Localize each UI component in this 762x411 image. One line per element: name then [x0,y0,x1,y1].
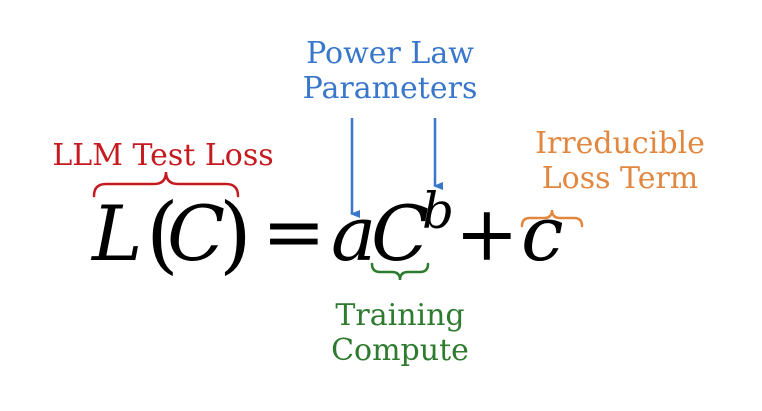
equation-exponent-b: b [422,182,455,240]
llm-test-loss-brace [92,171,240,198]
equation-open-paren: ( [146,185,179,283]
equation-coefficient-a: a [331,189,377,278]
equation-close-paren: ) [219,185,252,283]
irreducible-loss-brace [520,209,584,228]
equation-plus-sign: + [455,189,519,278]
equation-compute-argument: C [167,189,226,278]
equation-equals-sign: = [262,187,326,276]
irreducible-label-line2: Loss Term [541,161,699,196]
power-law-label-line2: Parameters [302,71,478,106]
training-label-line1: Training [335,298,465,333]
training-compute-brace [370,262,430,281]
irreducible-loss-term-label: Irreducible Loss Term [510,126,730,196]
equation-compute-term: C [371,189,430,278]
training-compute-label: Training Compute [300,298,500,368]
equation-constant-c: c [521,189,564,278]
llm-test-loss-label: LLM Test Loss [52,138,274,173]
power-law-label-line1: Power Law [306,36,474,71]
training-label-line2: Compute [331,333,469,368]
irreducible-label-line1: Irreducible [535,126,705,161]
power-law-parameters-label: Power Law Parameters [270,36,510,106]
equation-loss-symbol: L [92,189,143,278]
